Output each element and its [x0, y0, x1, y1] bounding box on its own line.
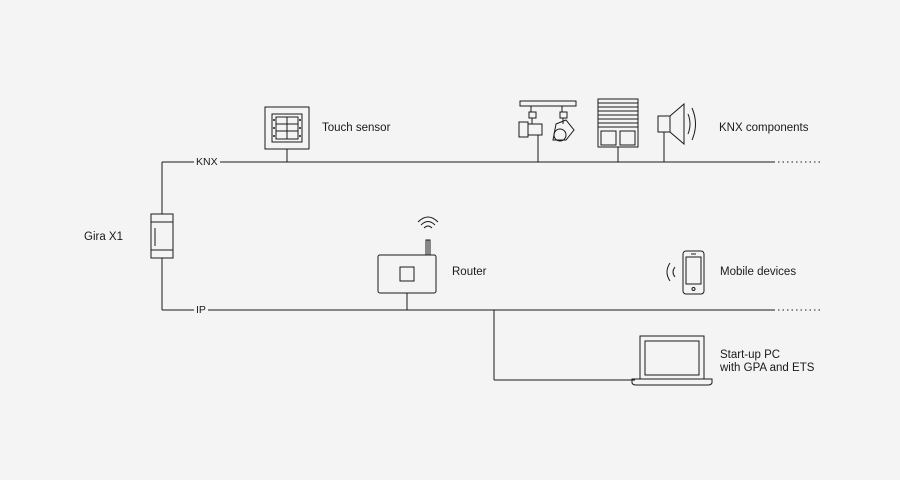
gira-x1-label: Gira X1 [84, 231, 123, 243]
touch-sensor-icon [264, 106, 310, 162]
router-icon [377, 239, 437, 310]
startup-pc-label-line2: with GPA and ETS [720, 362, 815, 374]
touch-sensor-label: Touch sensor [322, 122, 391, 134]
startup-pc-label-line1: Start-up PC [720, 349, 781, 361]
mobile-phone-icon [666, 250, 705, 295]
knx-bus-label: KNX [194, 155, 220, 169]
spotlight-icon [518, 100, 577, 162]
knx-components-label: KNX components [719, 122, 809, 134]
speaker-icon [657, 102, 696, 162]
laptop-icon [631, 335, 713, 386]
wifi-icon [417, 216, 439, 229]
mobile-devices-label: Mobile devices [720, 266, 797, 278]
gira-x1-device-icon [150, 213, 174, 259]
ip-bus-label: IP [194, 303, 208, 317]
router-label: Router [452, 266, 487, 278]
blinds-icon [597, 98, 639, 162]
